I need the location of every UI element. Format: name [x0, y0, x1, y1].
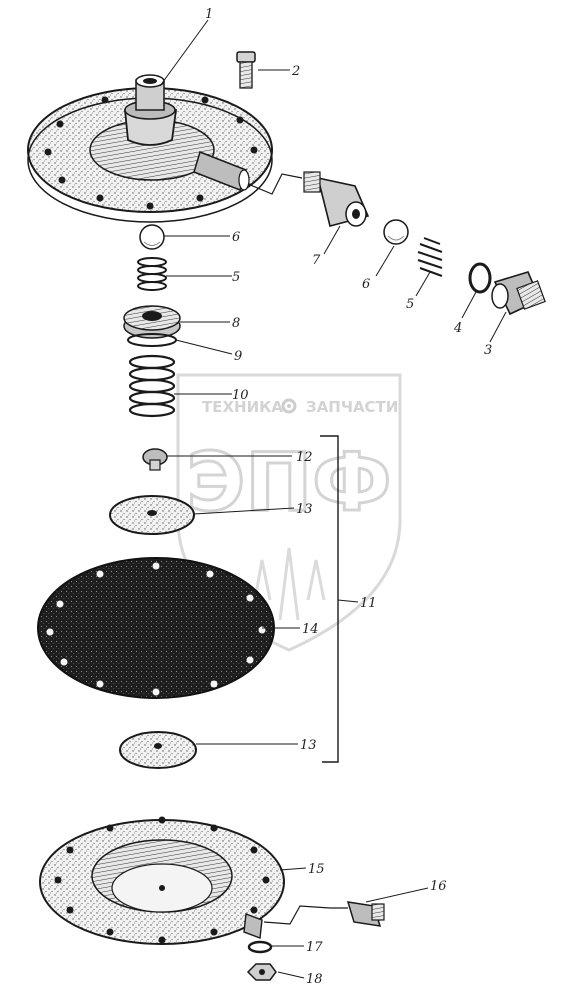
callout-5-left: 5 [232, 270, 240, 285]
callout-9: 9 [234, 349, 242, 364]
watermark-text-left: ТЕХНИКА [202, 398, 283, 416]
part-2-bolt [236, 51, 256, 89]
part-8-valve-seat [123, 305, 181, 339]
callout-12: 12 [296, 450, 313, 465]
callout-13-lower: 13 [300, 738, 317, 753]
part-7-union-fitting [303, 171, 370, 227]
callout-4: 4 [453, 321, 462, 336]
callout-14: 14 [302, 622, 319, 637]
part-13-lower-disc [119, 731, 197, 769]
callout-labels: 1 2 3 4 5 5 6 6 7 8 9 10 11 12 13 14 13 … [205, 7, 492, 987]
callout-8: 8 [232, 316, 240, 331]
part-6-ball-left [139, 224, 165, 250]
part-10-spring [128, 354, 176, 418]
leader-lines [159, 19, 507, 979]
part-16-fitting [346, 901, 385, 927]
watermark-wheat-icon [253, 547, 326, 621]
callout-2: 2 [291, 64, 300, 79]
part-5-spring-right [417, 237, 443, 277]
part-1-upper-housing [27, 74, 273, 223]
callout-18: 18 [306, 972, 323, 987]
callout-15: 15 [308, 862, 325, 877]
part-6-ball-right [383, 219, 409, 245]
callout-5-right: 5 [406, 297, 414, 312]
callout-1: 1 [205, 7, 213, 22]
callout-16: 16 [430, 879, 447, 894]
part-17-washer [247, 940, 273, 954]
part-3-plug [491, 271, 546, 316]
gear-icon [281, 398, 297, 414]
watermark: ТЕХНИКА ЗАПЧАСТИ ЭПФ [176, 373, 402, 652]
callout-6-right: 6 [362, 277, 370, 292]
callout-11: 11 [360, 596, 377, 611]
callout-6-left: 6 [232, 230, 240, 245]
part-4-washer [468, 262, 492, 294]
callout-7: 7 [312, 253, 321, 268]
callout-17: 17 [306, 940, 323, 955]
callout-3: 3 [484, 343, 492, 358]
part-14-diaphragm [37, 557, 275, 699]
part-5-spring-left [137, 257, 167, 291]
part-12-pin [142, 448, 168, 471]
part-13-upper-disc [109, 495, 195, 535]
part-15-lower-housing [39, 816, 285, 945]
callout-10: 10 [232, 388, 249, 403]
watermark-big-letters: ЭПФ [187, 436, 392, 529]
watermark-text-right: ЗАПЧАСТИ [306, 398, 398, 416]
part-11-bracket [320, 435, 339, 763]
part-18-nut [246, 963, 277, 981]
callout-13-upper: 13 [296, 502, 313, 517]
